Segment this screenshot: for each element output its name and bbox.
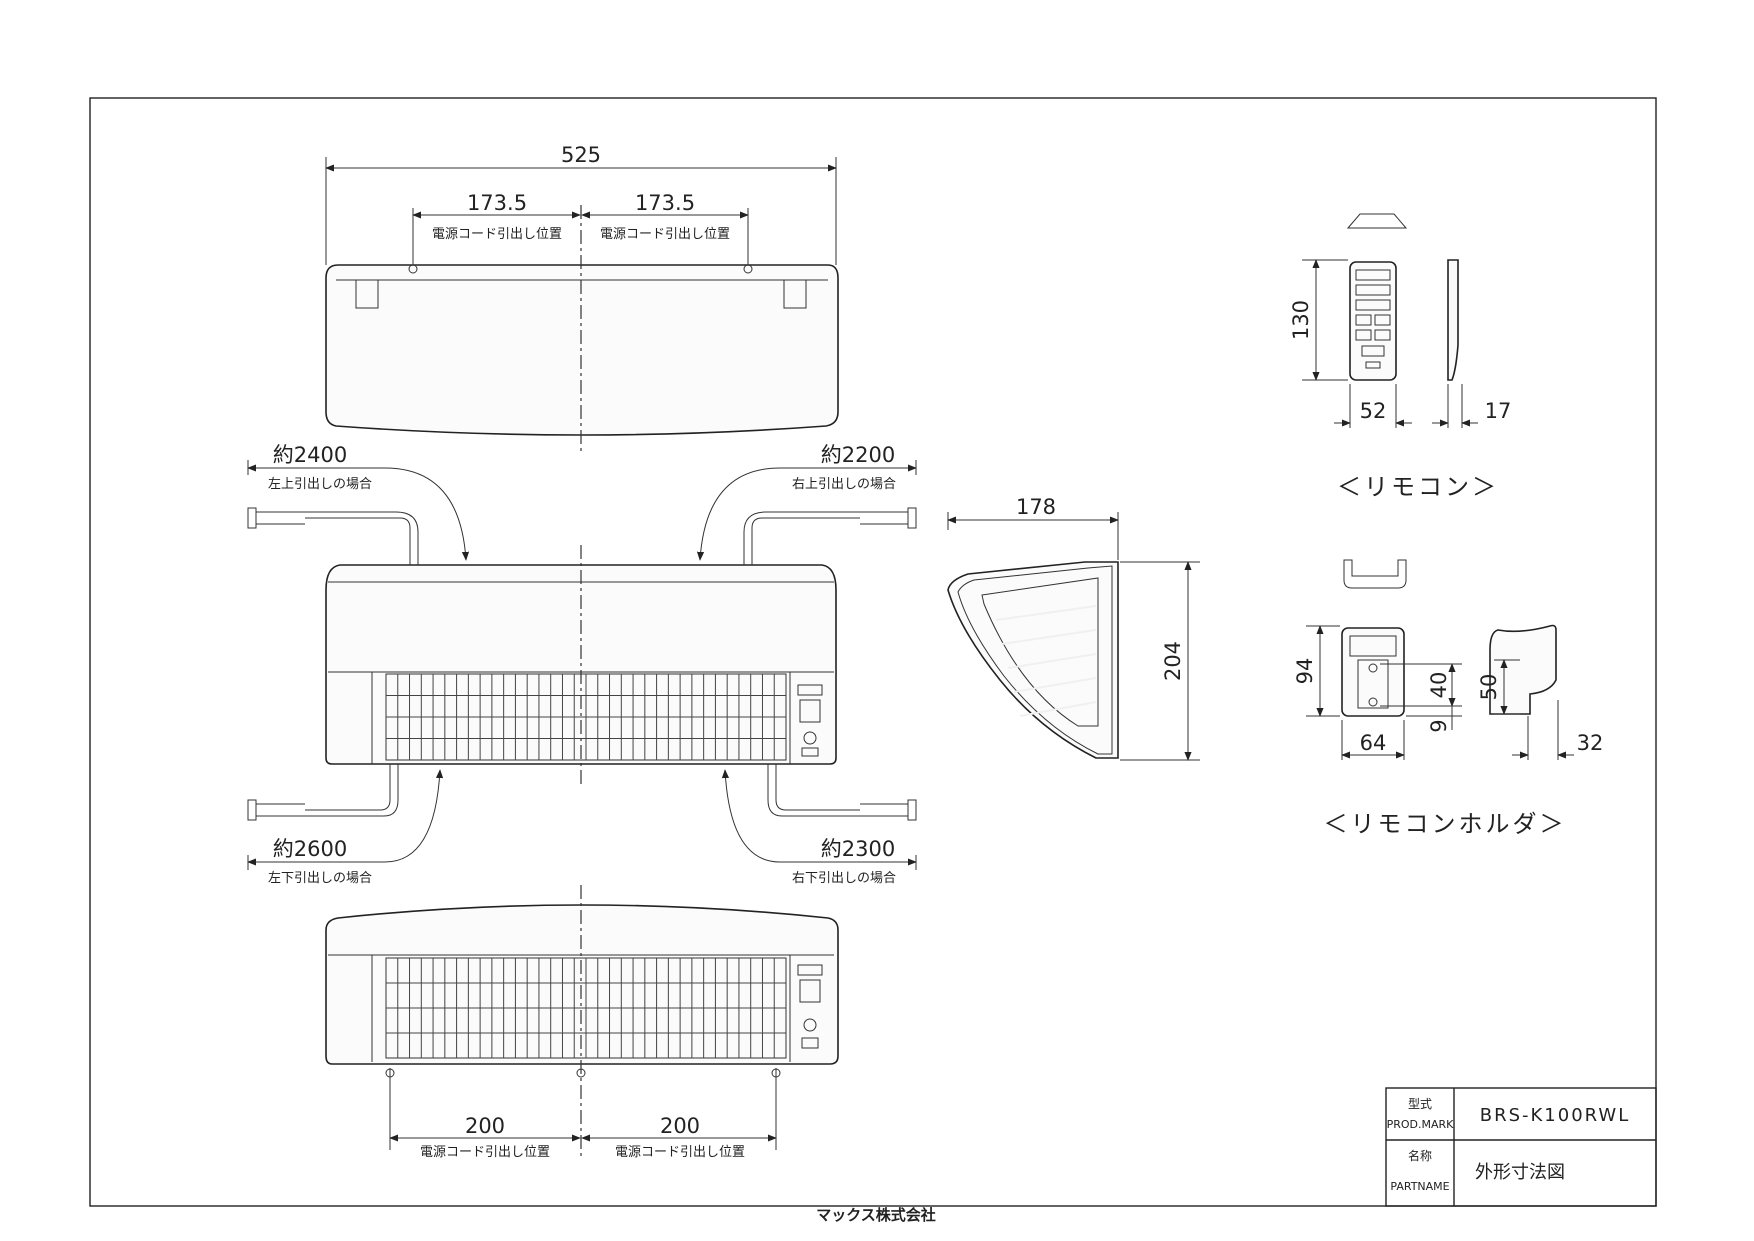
remote-top-view <box>1346 213 1408 229</box>
name-label-en: PARTNAME <box>1390 1180 1449 1193</box>
dim-cord-lower-left: 約2600 <box>273 837 347 861</box>
cord-upper-right: 約2200 右上引出しの場合 <box>696 443 917 565</box>
side-view: 178 204 <box>947 495 1200 761</box>
dim-holder-hole-pitch: 40 <box>1427 672 1451 699</box>
plug-icon <box>907 799 917 821</box>
remote-holder-drawing: 94 40 9 64 50 32 ＜リモコンホルダ＞ <box>1293 559 1604 838</box>
model-value: BRS-K100RWL <box>1480 1105 1631 1126</box>
cord-lower-right: 約2300 右下引出しの場合 <box>721 764 917 886</box>
dim-remote-height: 130 <box>1289 300 1313 340</box>
title-block: 型式 PROD.MARK BRS-K100RWL 名称 PARTNAME 外形寸… <box>1385 1087 1657 1207</box>
name-label-jp: 名称 <box>1408 1148 1432 1163</box>
dim-bottom-half-left: 200 <box>465 1114 505 1138</box>
model-label-en: PROD.MARK <box>1387 1118 1455 1131</box>
dim-top-half-left: 173.5 <box>467 191 527 215</box>
dim-holder-hole-offset: 9 <box>1427 719 1451 732</box>
heater-bottom-outline <box>325 904 839 1065</box>
plug-icon <box>247 507 257 529</box>
label-upper-right-case: 右上引出しの場合 <box>792 477 896 492</box>
drawing-border <box>89 97 1657 1207</box>
dim-cord-upper-left: 約2400 <box>273 443 347 467</box>
dim-holder-side-height: 50 <box>1477 674 1501 701</box>
power-button-icon <box>803 731 817 745</box>
dim-bottom-half-right: 200 <box>660 1114 700 1138</box>
dim-side-depth: 178 <box>1016 495 1056 519</box>
model-label-jp: 型式 <box>1408 1097 1432 1111</box>
dim-holder-depth: 32 <box>1577 731 1604 755</box>
holder-top-view <box>1343 559 1407 589</box>
plug-icon <box>247 799 257 821</box>
remote-drawing: 130 52 17 ＜リモコン＞ <box>1289 213 1512 501</box>
holder-caption: ＜リモコンホルダ＞ <box>1324 810 1567 838</box>
dim-cord-upper-right: 約2200 <box>821 443 895 467</box>
dim-remote-depth: 17 <box>1485 399 1512 423</box>
label-upper-left-case: 左上引出しの場合 <box>268 477 372 492</box>
front-view <box>325 545 837 785</box>
dim-holder-width: 64 <box>1360 731 1387 755</box>
label-lower-left-case: 左下引出しの場合 <box>268 871 372 886</box>
dim-holder-height: 94 <box>1293 658 1317 685</box>
plug-icon <box>907 507 917 529</box>
label-cord-position-top-right: 電源コード引出し位置 <box>600 227 730 242</box>
name-value: 外形寸法図 <box>1475 1162 1565 1183</box>
cord-lower-left: 約2600 左下引出しの場合 <box>247 764 444 886</box>
remote-side-view <box>1447 259 1459 381</box>
bottom-view: 200 200 電源コード引出し位置 電源コード引出し位置 <box>325 885 839 1160</box>
control-panel-icon <box>797 684 823 696</box>
label-cord-position-bottom-right: 電源コード引出し位置 <box>615 1145 745 1160</box>
dim-top-half-right: 173.5 <box>635 191 695 215</box>
dim-top-width: 525 <box>561 143 601 167</box>
top-view: 525 173.5 173.5 電源コード引出し位置 電源コード引出し位置 <box>325 143 839 455</box>
dim-cord-lower-right: 約2300 <box>821 837 895 861</box>
heater-top-outline <box>325 264 839 436</box>
dim-side-height: 204 <box>1161 641 1185 681</box>
side-grill <box>981 577 1099 727</box>
label-lower-right-case: 右下引出しの場合 <box>792 871 896 886</box>
label-cord-position-bottom-left: 電源コード引出し位置 <box>420 1145 550 1160</box>
dim-remote-width: 52 <box>1360 399 1387 423</box>
remote-caption: ＜リモコン＞ <box>1337 473 1499 501</box>
label-cord-position-top-left: 電源コード引出し位置 <box>432 227 562 242</box>
heater-side-outline <box>947 561 1119 759</box>
cord-upper-left: 約2400 左上引出しの場合 <box>247 443 470 565</box>
company-name: マックス株式会社 <box>816 1206 936 1224</box>
